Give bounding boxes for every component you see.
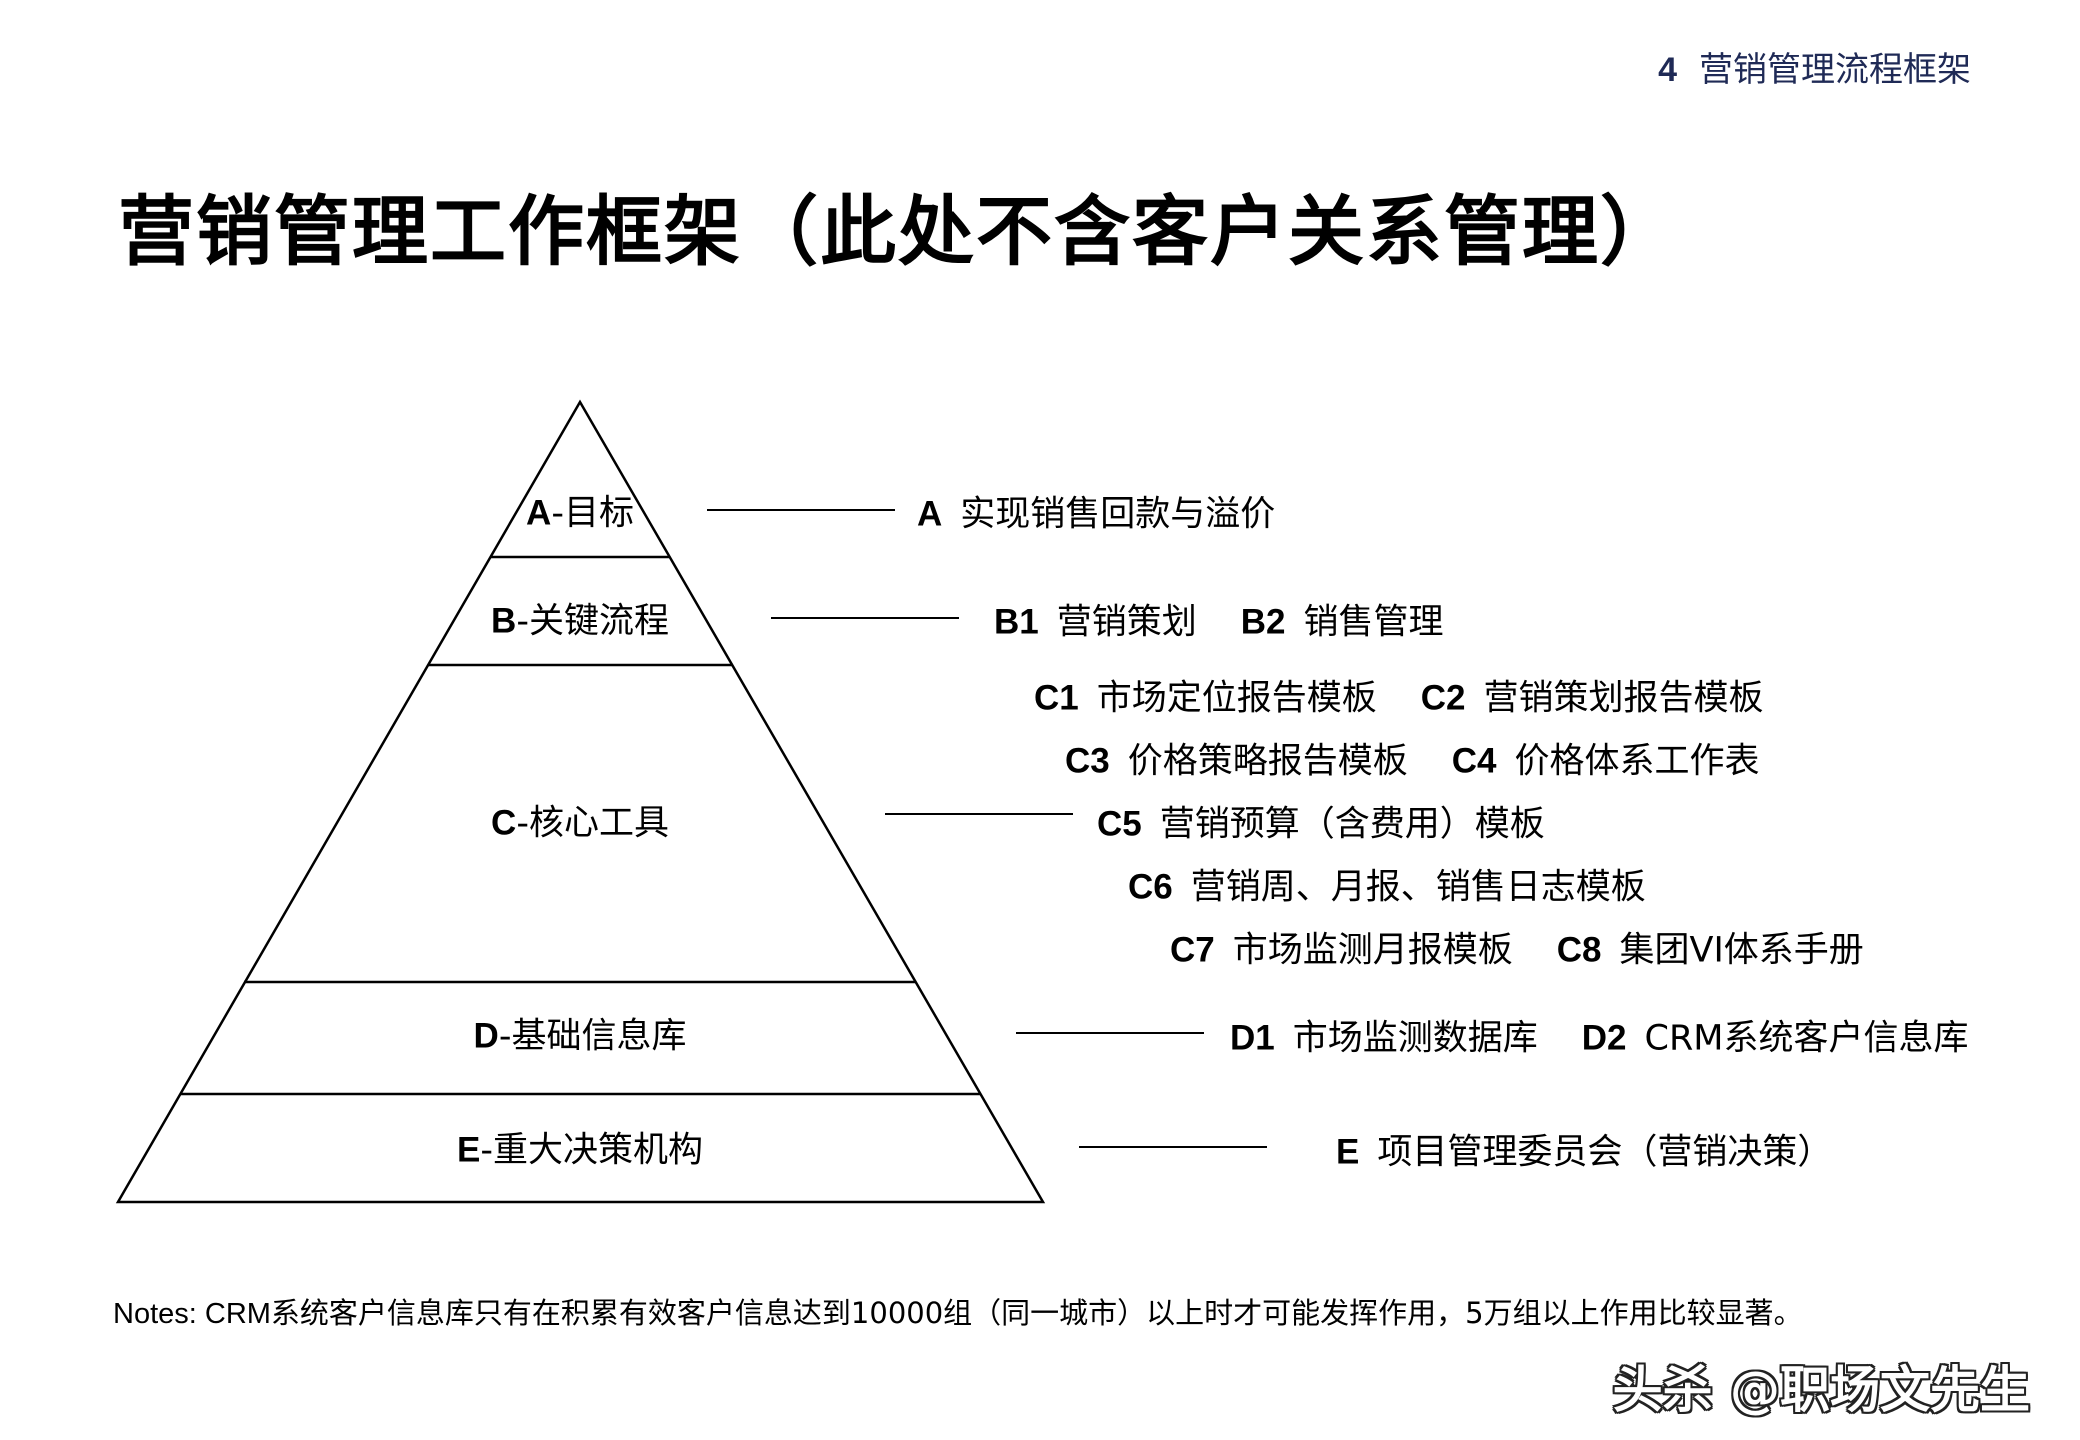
connector-c bbox=[885, 813, 1073, 815]
desc-item: C1 市场定位报告模板 bbox=[1034, 670, 1377, 721]
item-text: 销售管理 bbox=[1303, 602, 1444, 643]
item-code: D2 bbox=[1581, 1018, 1627, 1058]
section-header: 4 营销管理流程框架 bbox=[1658, 42, 1971, 91]
notes-lead: Notes: CRM bbox=[113, 1298, 271, 1330]
item-text: 价格体系工作表 bbox=[1514, 741, 1760, 782]
page-title: 营销管理工作框架（此处不含客户关系管理） bbox=[118, 187, 1678, 276]
section-title: 营销管理流程框架 bbox=[1699, 50, 1971, 90]
desc-item: C8 集团VI体系手册 bbox=[1557, 922, 1864, 973]
item-text: 实现销售回款与溢价 bbox=[960, 494, 1276, 535]
desc-b: B1 营销策划 B2 销售管理 bbox=[994, 594, 1444, 645]
item-text: 市场监测数据库 bbox=[1292, 1018, 1538, 1059]
item-text: 营销策划 bbox=[1056, 602, 1197, 643]
level-name: -目标 bbox=[551, 493, 634, 534]
level-code: A bbox=[526, 493, 552, 533]
item-text: 营销周、月报、销售日志模板 bbox=[1190, 867, 1646, 908]
level-d-label: D-基础信息库 bbox=[474, 1008, 687, 1059]
item-code: C6 bbox=[1128, 867, 1173, 907]
watermark: 头杀 @职场文先生 bbox=[1612, 1361, 2030, 1419]
item-code: B1 bbox=[994, 602, 1039, 642]
level-code: B bbox=[491, 601, 517, 641]
desc-c-row-3: C5 营销预算（含费用）模板 bbox=[1097, 796, 1545, 847]
level-name: -关键流程 bbox=[516, 601, 669, 642]
level-name: -基础信息库 bbox=[498, 1016, 687, 1057]
desc-item: D2 CRM系统客户信息库 bbox=[1582, 1010, 1969, 1061]
desc-item: B1 营销策划 bbox=[994, 594, 1197, 645]
connector-a bbox=[707, 509, 895, 511]
desc-item: C3 价格策略报告模板 bbox=[1065, 733, 1408, 784]
item-code: A bbox=[917, 494, 943, 534]
item-code: C2 bbox=[1420, 678, 1466, 718]
desc-item: C5 营销预算（含费用）模板 bbox=[1097, 796, 1545, 847]
item-code: C7 bbox=[1170, 930, 1215, 970]
desc-item: C7 市场监测月报模板 bbox=[1170, 922, 1513, 973]
connector-d bbox=[1016, 1032, 1204, 1034]
item-text: 价格策略报告模板 bbox=[1127, 741, 1408, 782]
item-code: B2 bbox=[1240, 602, 1286, 642]
pyramid-outline bbox=[115, 399, 1046, 1204]
desc-a: A 实现销售回款与溢价 bbox=[917, 486, 1275, 537]
level-name: -核心工具 bbox=[516, 803, 669, 844]
item-text: 集团VI体系手册 bbox=[1619, 930, 1864, 971]
item-text: 项目管理委员会（营销决策） bbox=[1377, 1132, 1833, 1173]
notes: Notes: CRM系统客户信息库只有在积累有效客户信息达到10000组（同一城… bbox=[113, 1290, 1803, 1332]
item-code: C5 bbox=[1097, 804, 1142, 844]
item-text: 市场定位报告模板 bbox=[1096, 678, 1377, 719]
item-text: 市场监测月报模板 bbox=[1232, 930, 1513, 971]
level-code: C bbox=[491, 803, 517, 843]
item-text: CRM系统客户信息库 bbox=[1644, 1018, 1969, 1059]
item-code: C3 bbox=[1065, 741, 1110, 781]
desc-c-row-2: C3 价格策略报告模板 C4 价格体系工作表 bbox=[1065, 733, 1760, 784]
level-c-label: C-核心工具 bbox=[491, 795, 669, 846]
desc-item: B2 销售管理 bbox=[1241, 594, 1444, 645]
level-code: D bbox=[473, 1016, 499, 1056]
desc-item: D1 市场监测数据库 bbox=[1230, 1010, 1538, 1061]
section-number: 4 bbox=[1658, 51, 1677, 89]
desc-c-row-1: C1 市场定位报告模板 C2 营销策划报告模板 bbox=[1034, 670, 1764, 721]
desc-item: A 实现销售回款与溢价 bbox=[917, 486, 1275, 537]
item-code: C8 bbox=[1556, 930, 1602, 970]
desc-item: C6 营销周、月报、销售日志模板 bbox=[1128, 859, 1646, 910]
notes-text: 系统客户信息库只有在积累有效客户信息达到10000组（同一城市）以上时才可能发挥… bbox=[270, 1296, 1803, 1330]
connector-b bbox=[771, 617, 959, 619]
item-code: D1 bbox=[1230, 1018, 1275, 1058]
level-b-label: B-关键流程 bbox=[491, 593, 669, 644]
level-name: -重大决策机构 bbox=[480, 1130, 703, 1171]
desc-item: E 项目管理委员会（营销决策） bbox=[1336, 1124, 1832, 1175]
desc-d: D1 市场监测数据库 D2 CRM系统客户信息库 bbox=[1230, 1010, 1968, 1061]
level-code: E bbox=[457, 1130, 481, 1170]
desc-c-row-4: C6 营销周、月报、销售日志模板 bbox=[1128, 859, 1646, 910]
level-e-label: E-重大决策机构 bbox=[457, 1122, 703, 1173]
item-code: C4 bbox=[1451, 741, 1497, 781]
item-code: E bbox=[1336, 1132, 1360, 1172]
desc-item: C4 价格体系工作表 bbox=[1452, 733, 1760, 784]
desc-c-row-5: C7 市场监测月报模板 C8 集团VI体系手册 bbox=[1170, 922, 1864, 973]
connector-e bbox=[1079, 1146, 1267, 1148]
desc-e: E 项目管理委员会（营销决策） bbox=[1336, 1124, 1832, 1175]
item-text: 营销预算（含费用）模板 bbox=[1159, 804, 1545, 845]
item-code: C1 bbox=[1034, 678, 1079, 718]
item-text: 营销策划报告模板 bbox=[1483, 678, 1764, 719]
level-a-label: A-目标 bbox=[526, 485, 634, 536]
desc-item: C2 营销策划报告模板 bbox=[1421, 670, 1764, 721]
